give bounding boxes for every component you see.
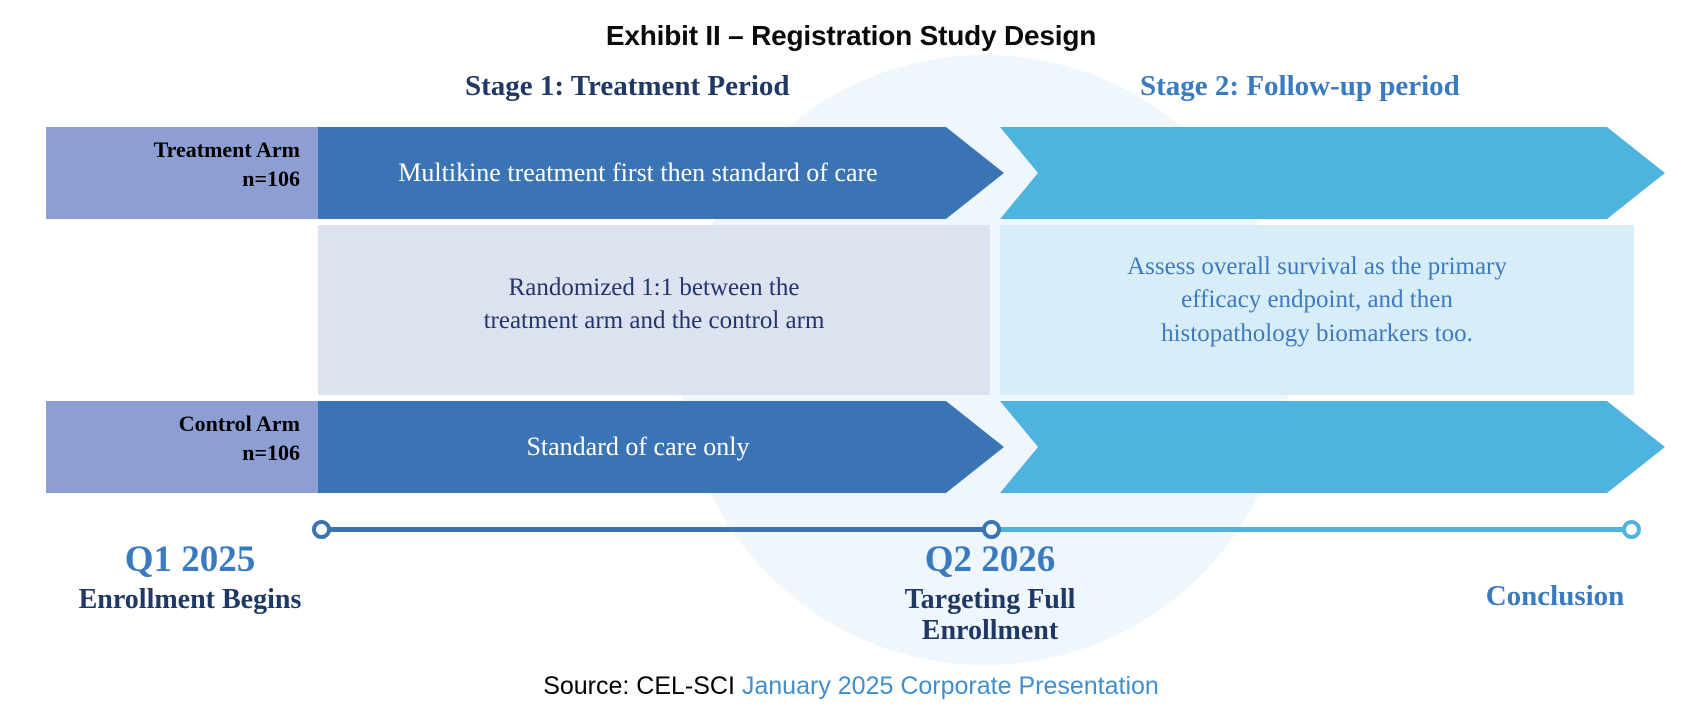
randomization-line-1: Randomized 1:1 between the bbox=[508, 274, 800, 301]
randomization-line-2: treatment arm and the control arm bbox=[483, 306, 825, 334]
treatment-arm-name: Treatment Arm bbox=[153, 137, 300, 162]
randomization-text: Randomized 1:1 between the treatment arm… bbox=[318, 272, 990, 337]
timeline-label-conclusion: Conclusion bbox=[1420, 580, 1690, 612]
assessment-line-3: histopathology biomarkers too. bbox=[1161, 319, 1473, 347]
timeline-marker-q1-2025 bbox=[312, 520, 331, 539]
timeline-caption-1: Enrollment Begins bbox=[78, 583, 302, 615]
source-link[interactable]: January 2025 Corporate Presentation bbox=[741, 672, 1159, 700]
treatment-arm-label: Treatment Arm n=106 bbox=[46, 127, 318, 219]
treatment-arm-n: n=106 bbox=[242, 166, 300, 192]
stage-1-header: Stage 1: Treatment Period bbox=[465, 70, 790, 102]
control-arm-n: n=106 bbox=[242, 440, 300, 466]
stage-2-header: Stage 2: Follow-up period bbox=[1140, 70, 1460, 102]
page-title: Exhibit II – Registration Study Design bbox=[605, 20, 1097, 51]
timeline-caption-2-line-2: Enrollment bbox=[921, 615, 1059, 647]
timeline-segment-2 bbox=[990, 527, 1634, 532]
assessment-line-2: efficacy endpoint, and then bbox=[1181, 286, 1453, 314]
treatment-arm-stage2-arrow bbox=[1000, 127, 1665, 219]
timeline-label-q1-2025: Q1 2025 Enrollment Begins bbox=[0, 540, 380, 615]
timeline-quarter-1: Q1 2025 bbox=[124, 539, 256, 580]
control-arm-stage2-arrow bbox=[1000, 401, 1665, 493]
timeline-caption-2-line-1: Targeting Full bbox=[904, 583, 1076, 615]
control-arm-stage1-text: Standard of care only bbox=[526, 432, 750, 461]
control-arm-stage1-arrow: Standard of care only bbox=[318, 401, 1004, 493]
timeline-segment-1 bbox=[320, 527, 992, 532]
source-prefix: Source: CEL-SCI bbox=[543, 672, 742, 700]
treatment-arm-stage1-text: Multikine treatment first then standard … bbox=[398, 158, 878, 187]
timeline-caption-2: Targeting Full Enrollment bbox=[740, 584, 1240, 647]
assessment-text: Assess overall survival as the primary e… bbox=[1000, 250, 1634, 350]
source-line: Source: CEL-SCI January 2025 Corporate P… bbox=[0, 672, 1702, 701]
timeline-caption-3: Conclusion bbox=[1485, 580, 1625, 612]
timeline-marker-q2-2026 bbox=[982, 520, 1001, 539]
assessment-line-1: Assess overall survival as the primary bbox=[1127, 253, 1507, 280]
control-arm-name: Control Arm bbox=[178, 411, 300, 436]
treatment-arm-stage1-arrow: Multikine treatment first then standard … bbox=[318, 127, 1004, 219]
timeline-marker-conclusion bbox=[1622, 520, 1641, 539]
assessment-band bbox=[1000, 225, 1634, 395]
timeline-label-q2-2026: Q2 2026 Targeting Full Enrollment bbox=[740, 540, 1240, 647]
randomization-band bbox=[318, 225, 990, 395]
control-arm-label: Control Arm n=106 bbox=[46, 401, 318, 493]
timeline-quarter-2: Q2 2026 bbox=[924, 539, 1056, 580]
